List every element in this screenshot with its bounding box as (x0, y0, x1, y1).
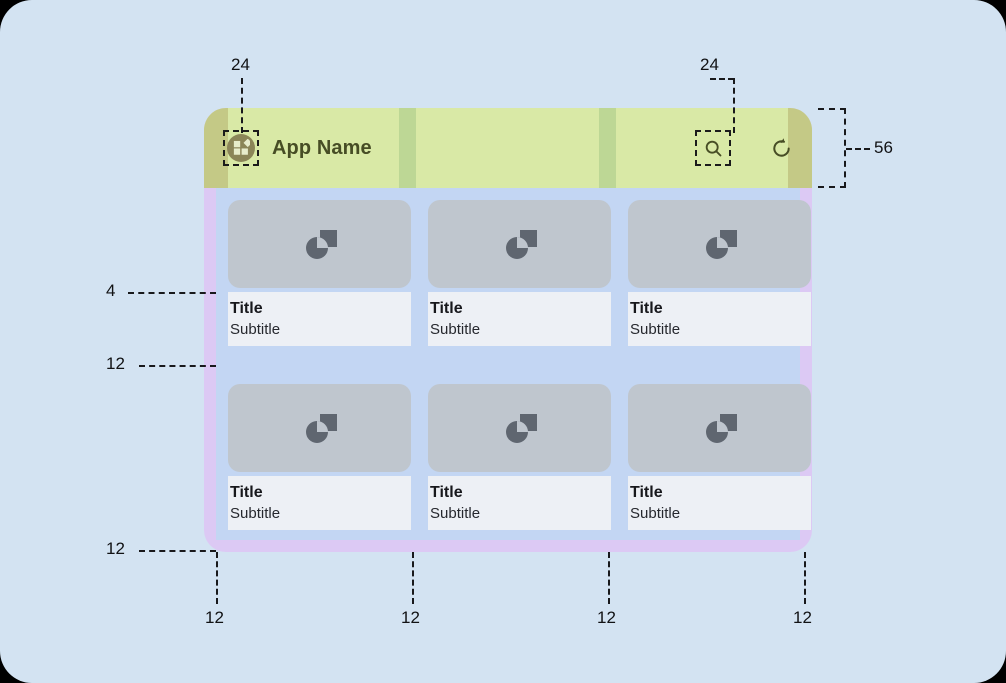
leader-col-gutter-4 (804, 552, 806, 604)
card[interactable]: Title Subtitle (428, 384, 611, 530)
card[interactable]: Title Subtitle (228, 200, 411, 346)
card-thumbnail (228, 200, 411, 288)
card-text: Title Subtitle (628, 476, 811, 530)
annotation-logo-size: 24 (231, 55, 250, 74)
card-subtitle: Subtitle (630, 321, 681, 338)
leader-col-gutter-1 (216, 552, 218, 604)
card-subtitle: Subtitle (230, 505, 281, 522)
leader-col-gutter-3 (608, 552, 610, 604)
card-subtitle: Subtitle (430, 505, 481, 522)
card-text: Title Subtitle (228, 476, 411, 530)
image-placeholder-icon (305, 230, 337, 259)
refresh-button[interactable] (768, 135, 794, 161)
annotation-search-size: 24 (700, 55, 719, 74)
card-thumbnail (628, 384, 811, 472)
app-bar (204, 108, 812, 188)
leader-search-h (710, 78, 734, 80)
annotation-col-gutter-4: 12 (793, 608, 812, 627)
annotation-col-gutter-2: 12 (401, 608, 420, 627)
card[interactable]: Title Subtitle (428, 200, 611, 346)
card[interactable]: Title Subtitle (628, 384, 811, 530)
card-thumbnail (428, 384, 611, 472)
annotation-col-gutter-3: 12 (597, 608, 616, 627)
card[interactable]: Title Subtitle (228, 384, 411, 530)
card-subtitle: Subtitle (230, 321, 281, 338)
card-title: Title (430, 300, 463, 317)
card-text: Title Subtitle (228, 292, 411, 346)
widgets-icon (233, 139, 250, 155)
card-grid: Title Subtitle Title Subtitle (204, 188, 812, 552)
refresh-icon (772, 137, 790, 157)
app-mock-frame: Title Subtitle Title Subtitle (204, 108, 812, 552)
dimension-box-appbar-height (818, 108, 846, 188)
app-title: App Name (272, 136, 372, 159)
annotation-title-spacing: 4 (106, 281, 116, 300)
image-placeholder-icon (705, 414, 737, 443)
card-text: Title Subtitle (428, 476, 611, 530)
leader-row-gap (139, 365, 216, 367)
card-subtitle: Subtitle (630, 505, 681, 522)
card-thumbnail (228, 384, 411, 472)
card-title: Title (630, 484, 663, 501)
card[interactable]: Title Subtitle (628, 200, 811, 346)
card-text: Title Subtitle (428, 292, 611, 346)
leader-logo-size (241, 78, 243, 133)
card-thumbnail (428, 200, 611, 288)
annotation-row-gap: 12 (106, 354, 125, 373)
card-text: Title Subtitle (628, 292, 811, 346)
leader-bottom-padding (139, 550, 216, 552)
annotation-appbar-height: 56 (874, 138, 893, 157)
image-placeholder-icon (505, 414, 537, 443)
card-title: Title (230, 300, 263, 317)
card-title: Title (430, 484, 463, 501)
search-button[interactable] (695, 130, 731, 166)
annotation-bottom-padding: 12 (106, 539, 125, 558)
app-bar-content: App Name (204, 108, 812, 188)
leader-col-gutter-2 (412, 552, 414, 604)
app-logo-button[interactable] (223, 130, 259, 166)
image-placeholder-icon (305, 414, 337, 443)
card-subtitle: Subtitle (430, 321, 481, 338)
search-icon (705, 140, 721, 156)
card-thumbnail (628, 200, 811, 288)
card-title: Title (630, 300, 663, 317)
leader-search-size (733, 78, 735, 133)
leader-title-spacing (128, 292, 216, 294)
image-placeholder-icon (705, 230, 737, 259)
leader-appbar-height (846, 148, 870, 150)
annotation-col-gutter-1: 12 (205, 608, 224, 627)
image-placeholder-icon (505, 230, 537, 259)
card-title: Title (230, 484, 263, 501)
app-logo-circle (227, 134, 255, 162)
